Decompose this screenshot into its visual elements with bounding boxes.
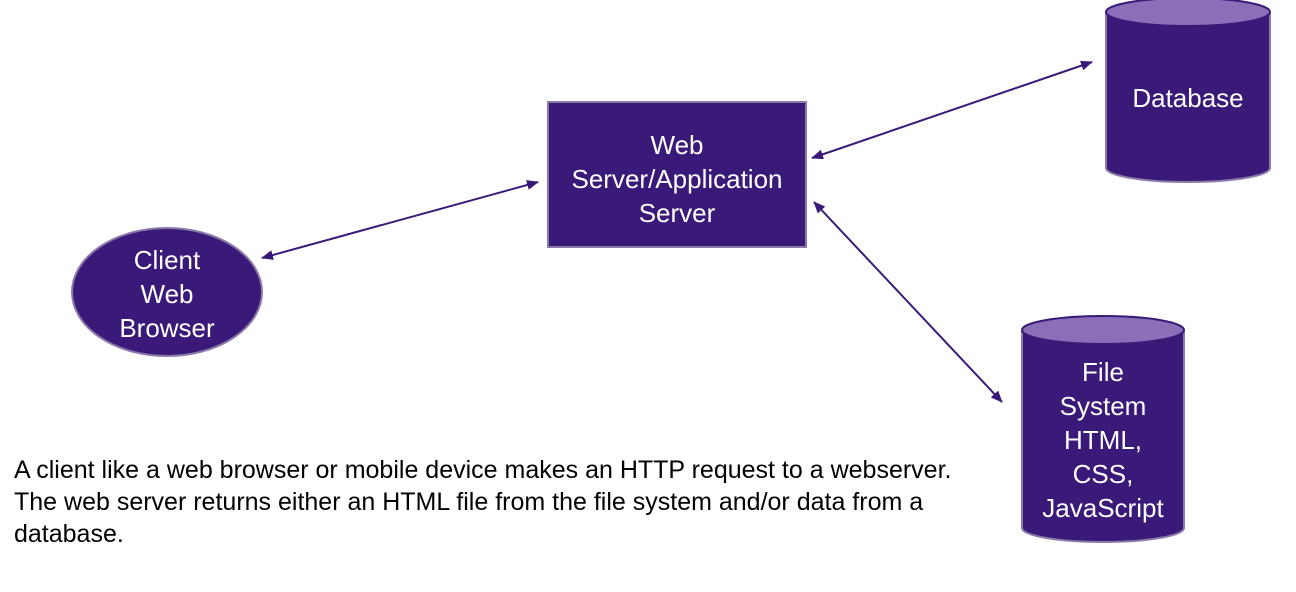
server-node	[547, 101, 807, 248]
client-label-line: Browser	[119, 313, 215, 343]
database-label: Database	[1106, 78, 1270, 118]
server-label: Web Server/Application Server	[548, 126, 806, 232]
server-label-line: Server	[638, 198, 716, 228]
caption-line: A client like a web browser or mobile de…	[14, 456, 952, 484]
client-node	[71, 227, 263, 357]
filesystem-node	[1021, 315, 1185, 543]
filesystem-label: File System HTML, CSS, JavaScript	[1022, 352, 1184, 528]
filesystem-label-line: JavaScript	[1042, 493, 1164, 523]
database-label-line: Database	[1132, 83, 1244, 113]
client-label: Client Web Browser	[72, 232, 262, 356]
server-label-line: Server/Application	[571, 164, 783, 194]
filesystem-label-line: HTML,	[1064, 425, 1142, 455]
caption-line: The web server returns either an HTML fi…	[14, 488, 924, 548]
client-label-line: Web	[140, 279, 194, 309]
server-label-line: Web	[650, 130, 704, 160]
filesystem-label-line: File	[1082, 357, 1124, 387]
edge-server-database	[811, 60, 1093, 160]
database-node	[1105, 0, 1271, 183]
edge-server-filesystem	[813, 201, 1003, 403]
diagram-caption: A client like a web browser or mobile de…	[14, 454, 954, 550]
client-label-line: Client	[133, 245, 201, 275]
edge-client-server	[261, 180, 539, 260]
filesystem-label-line: CSS,	[1072, 459, 1134, 489]
filesystem-label-line: System	[1059, 391, 1147, 421]
